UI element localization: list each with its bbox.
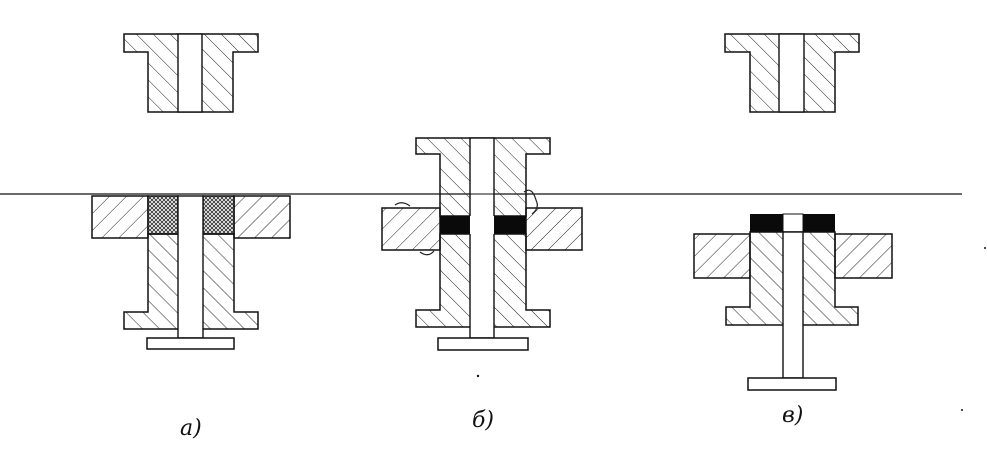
ejector-plate-c [747, 377, 837, 391]
speck [476, 374, 480, 378]
speck [984, 247, 986, 249]
ejector-plate-a [146, 337, 235, 350]
assembly-b [381, 137, 583, 351]
pin-b [469, 137, 495, 339]
assembly-a [91, 33, 291, 350]
top-bushing-c [724, 33, 860, 113]
caption-a: а) [180, 416, 202, 441]
top-bushing-a [123, 33, 259, 113]
plate-b [381, 189, 583, 256]
ejector-plate-b [437, 337, 529, 351]
plate-c [693, 233, 893, 279]
pin-c [782, 231, 804, 379]
assembly-c [693, 33, 893, 391]
speck [961, 409, 963, 411]
caption-c: в) [782, 403, 804, 428]
caption-b: б) [472, 408, 495, 433]
